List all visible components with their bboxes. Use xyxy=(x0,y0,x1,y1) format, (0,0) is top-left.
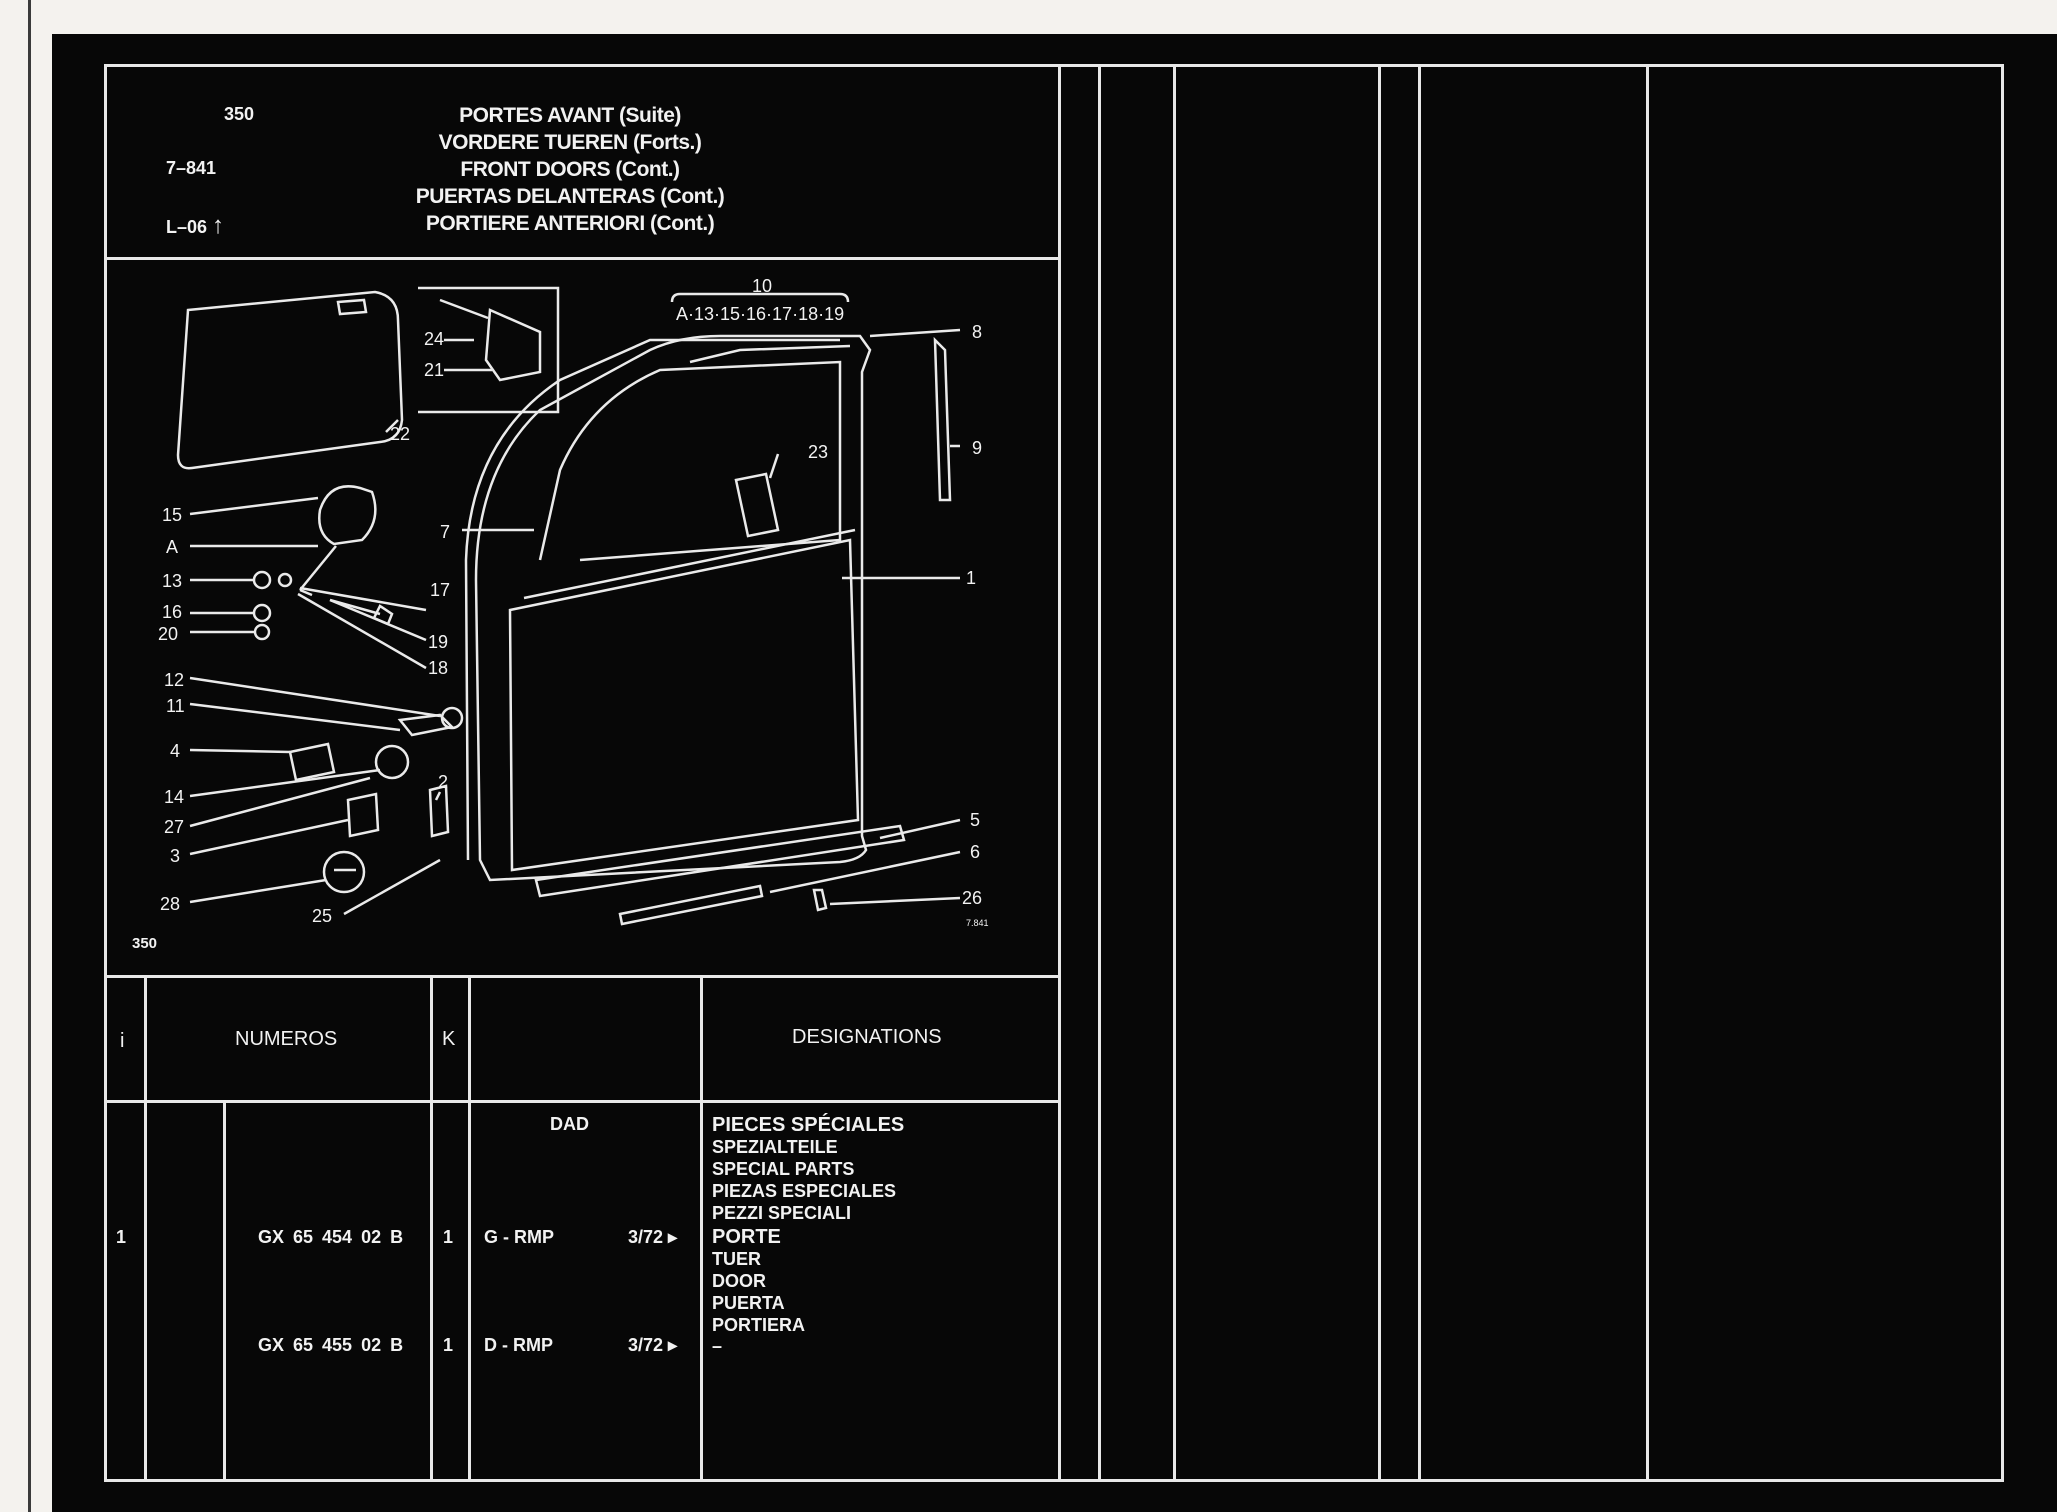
column-divider xyxy=(1646,64,1649,1482)
column-divider xyxy=(1418,64,1421,1482)
row1-qty: 1 xyxy=(443,1227,454,1247)
film-edge-line xyxy=(28,0,31,1512)
table-col-line xyxy=(468,975,471,1482)
callout-10-items: A·13·15·16·17·18·19 xyxy=(676,304,844,324)
page-number: 350 xyxy=(224,104,255,124)
section-code: DAD xyxy=(550,1114,589,1134)
row1-date: 3/72 ▸ xyxy=(628,1227,678,1247)
row1-desig-es: PUERTA xyxy=(712,1293,785,1313)
page-frame xyxy=(104,64,2004,1482)
callout-2: 2 xyxy=(438,772,448,792)
callout-5: 5 xyxy=(970,810,980,830)
callout-18: 18 xyxy=(428,658,448,678)
title-es: PUERTAS DELANTERAS (Cont.) xyxy=(415,185,725,208)
table-col-line xyxy=(144,975,147,1482)
column-divider xyxy=(1378,64,1381,1482)
microfiche-sheet xyxy=(52,34,2057,1512)
row1-desig-de: TUER xyxy=(712,1249,761,1269)
section-title-es: PIEZAS ESPECIALES xyxy=(712,1181,897,1201)
row1-designations: PORTE TUER DOOR PUERTA PORTIERA xyxy=(712,1226,805,1336)
callout-8: 8 xyxy=(972,322,982,342)
callout-6: 6 xyxy=(970,842,980,862)
callout-11: 11 xyxy=(166,696,185,716)
callout-21: 21 xyxy=(424,360,444,380)
callout-14: 14 xyxy=(164,787,184,807)
callout-13: 13 xyxy=(162,571,182,591)
callout-9: 9 xyxy=(972,438,982,458)
diagram-page-ref: 350 xyxy=(132,935,157,952)
callout-27: 27 xyxy=(164,817,184,837)
location-code: L–06 ↑ xyxy=(166,212,224,240)
col-header-numeros: NUMEROS xyxy=(235,1028,338,1050)
callout-1: 1 xyxy=(966,568,976,588)
row1-index: 1 xyxy=(116,1227,127,1247)
callout-4: 4 xyxy=(170,741,180,761)
row1-number: GX 65 454 02 B xyxy=(258,1227,404,1247)
col-header-index: i xyxy=(120,1030,125,1052)
title-fr: PORTES AVANT (Suite) xyxy=(459,104,681,127)
section-titles: PIECES SPÉCIALES SPEZIALTEILE SPECIAL PA… xyxy=(712,1114,904,1224)
row2-variant: D - RMP xyxy=(484,1335,553,1355)
section-title-it: PEZZI SPECIALI xyxy=(712,1203,852,1223)
row1-variant: G - RMP xyxy=(484,1227,554,1247)
callout-19: 19 xyxy=(428,632,448,652)
callout-23: 23 xyxy=(808,442,828,462)
title-de: VORDERE TUEREN (Forts.) xyxy=(438,131,702,154)
callout-22: 22 xyxy=(390,424,410,444)
location-code-text: L–06 xyxy=(166,217,208,237)
callout-24: 24 xyxy=(424,329,444,349)
group-code: 7–841 xyxy=(166,158,217,178)
row2-designation: – xyxy=(712,1336,723,1356)
table-header-divider xyxy=(104,1100,1061,1103)
column-divider xyxy=(1058,64,1061,1482)
callout-15: 15 xyxy=(162,505,182,525)
column-divider xyxy=(1098,64,1101,1482)
col-header-designations: DESIGNATIONS xyxy=(792,1026,942,1048)
callout-A: A xyxy=(166,537,178,557)
header-divider xyxy=(104,257,1061,260)
callout-12: 12 xyxy=(164,670,184,690)
callout-25: 25 xyxy=(312,906,332,926)
callout-3: 3 xyxy=(170,846,180,866)
row1-desig-it: PORTIERA xyxy=(712,1315,806,1335)
section-title-de: SPEZIALTEILE xyxy=(712,1137,838,1157)
section-title-fr: PIECES SPÉCIALES xyxy=(712,1114,905,1136)
table-col-line xyxy=(223,1100,226,1482)
row1-desig-en: DOOR xyxy=(712,1271,766,1291)
callout-26: 26 xyxy=(962,888,982,908)
callout-10: 10 xyxy=(752,276,772,296)
table-col-line xyxy=(700,975,703,1482)
row2-date: 3/72 ▸ xyxy=(628,1335,678,1355)
row2-qty: 1 xyxy=(443,1335,454,1355)
callout-7: 7 xyxy=(440,522,450,542)
table-col-line xyxy=(430,975,433,1482)
row2-number: GX 65 455 02 B xyxy=(258,1335,404,1355)
plate-ref: 7.841 xyxy=(966,918,989,928)
col-header-k: K xyxy=(442,1028,456,1050)
up-arrow-icon: ↑ xyxy=(212,212,225,239)
callout-20: 20 xyxy=(158,624,178,644)
callout-28: 28 xyxy=(160,894,180,914)
title-it: PORTIERE ANTERIORI (Cont.) xyxy=(425,212,715,235)
callout-17: 17 xyxy=(430,580,450,600)
diagram-divider xyxy=(104,975,1061,978)
row1-desig-fr: PORTE xyxy=(712,1226,781,1248)
section-title-en: SPECIAL PARTS xyxy=(712,1159,855,1179)
title-en: FRONT DOORS (Cont.) xyxy=(460,158,680,181)
column-divider xyxy=(1173,64,1176,1482)
diagram-callouts: 24 21 22 15 A 13 16 20 12 11 4 14 27 3 2… xyxy=(132,276,989,952)
callout-16: 16 xyxy=(162,602,182,622)
